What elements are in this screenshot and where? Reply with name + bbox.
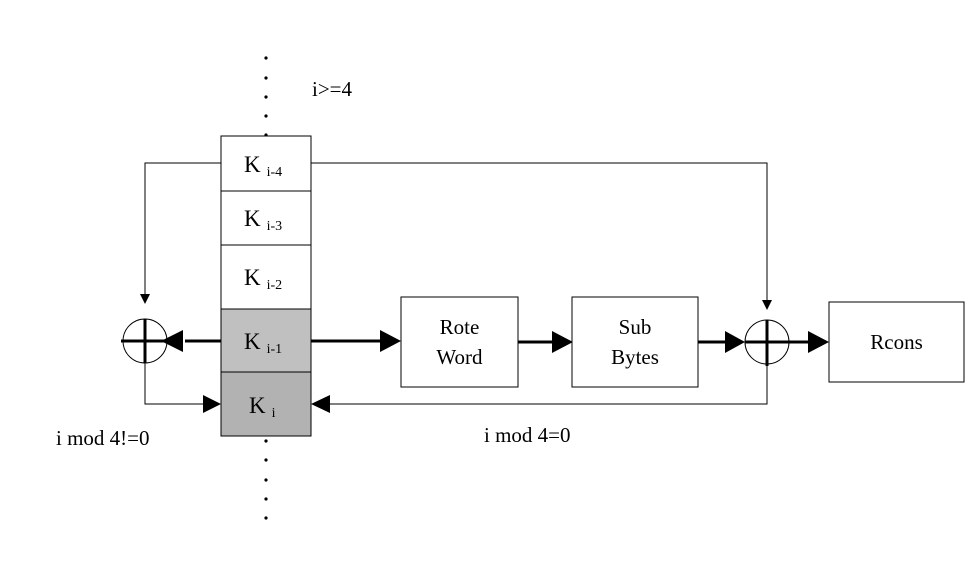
register-stack (220, 135, 312, 437)
arrow-into-rote-word (380, 330, 401, 352)
line-ki4-to-left-xor (140, 162, 221, 304)
register-k-i-4 (220, 135, 312, 192)
rote-word-label-1: Rote (440, 315, 480, 339)
arrow-into-ki-left (203, 395, 221, 413)
rcons-label: Rcons (870, 330, 923, 354)
sub-bytes-block (571, 296, 699, 388)
left-xor-icon (121, 318, 168, 364)
register-k-i-2 (220, 244, 312, 310)
condition-top-label: i>=4 (312, 77, 353, 101)
rote-word-block (400, 296, 519, 388)
sub-bytes-label-2: Bytes (611, 345, 659, 369)
arrow-into-ki-right (311, 395, 330, 413)
register-k-i-3 (220, 190, 312, 246)
arrow-into-right-xor (725, 331, 745, 353)
line-right-xor-to-ki (330, 364, 768, 405)
arrow-into-rcons (808, 331, 829, 353)
line-left-xor-to-ki (144, 363, 204, 405)
arrow-left-xor-input (161, 330, 183, 352)
line-ki4-to-right-xor (311, 162, 772, 310)
sub-bytes-label-1: Sub (619, 315, 652, 339)
ellipsis-top (264, 56, 268, 137)
register-k-i (220, 371, 312, 437)
right-xor-icon (744, 319, 810, 366)
rcons-block (828, 301, 965, 383)
condition-right-label: i mod 4=0 (484, 423, 571, 447)
arrow-into-sub-bytes (552, 331, 573, 353)
condition-left-label: i mod 4!=0 (56, 426, 150, 450)
ellipsis-bottom (264, 439, 268, 520)
rote-word-label-2: Word (436, 345, 483, 369)
register-k-i-1 (220, 308, 312, 373)
